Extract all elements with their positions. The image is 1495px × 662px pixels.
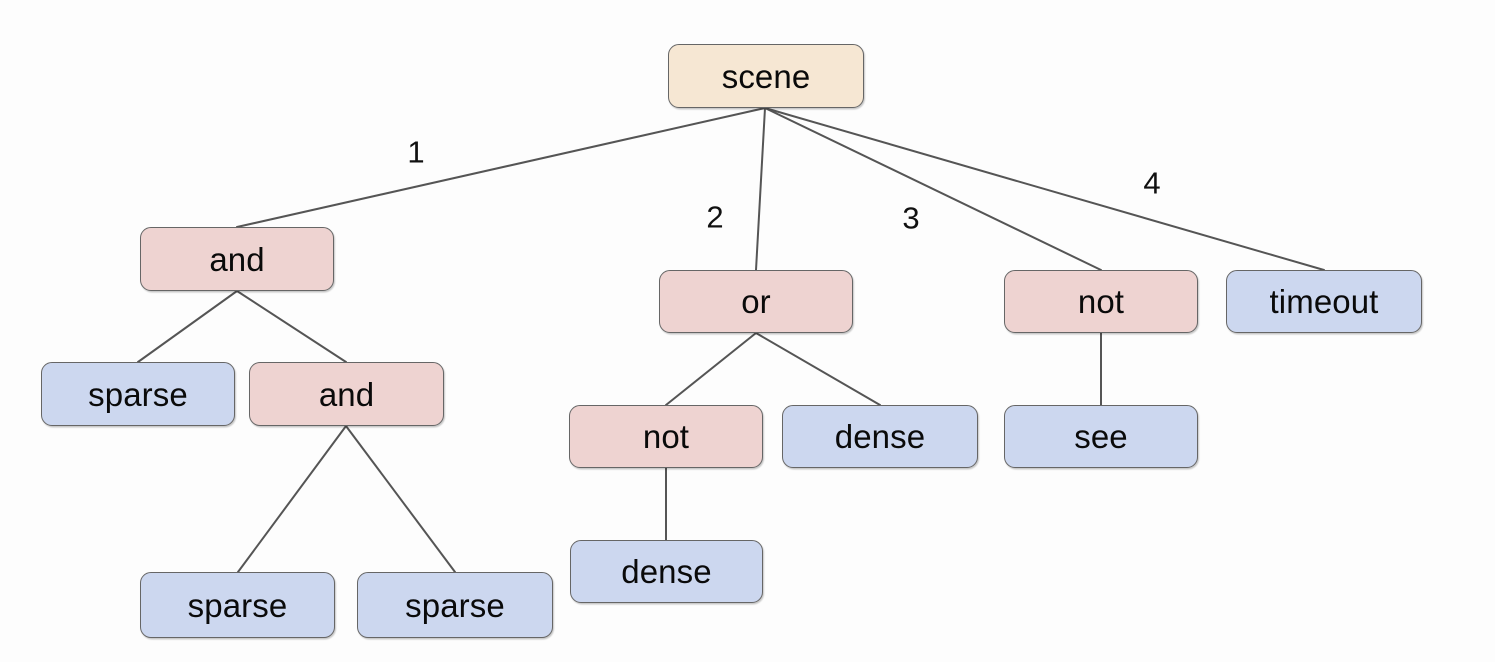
tree-node-label: and bbox=[209, 240, 265, 278]
tree-node-sparse1[interactable]: sparse bbox=[41, 362, 235, 426]
tree-edge-scene-to-and1 bbox=[236, 107, 766, 228]
tree-edge-scene-to-not_r bbox=[764, 107, 1102, 271]
tree-node-label: scene bbox=[721, 57, 811, 95]
tree-edge-or1-to-not_m bbox=[665, 332, 757, 406]
tree-node-not_m[interactable]: not bbox=[569, 405, 763, 468]
edge-label-1: 1 bbox=[407, 134, 425, 170]
tree-edge-and1-to-sparse1 bbox=[137, 290, 238, 363]
tree-node-and2[interactable]: and bbox=[249, 362, 444, 426]
tree-node-see[interactable]: see bbox=[1004, 405, 1198, 468]
edge-label-3: 3 bbox=[902, 200, 920, 236]
tree-node-or1[interactable]: or bbox=[659, 270, 853, 333]
tree-node-sparse3[interactable]: sparse bbox=[357, 572, 553, 638]
tree-node-label: dense bbox=[834, 418, 926, 455]
tree-node-label: sparse bbox=[187, 586, 288, 624]
tree-node-label: see bbox=[1074, 418, 1128, 455]
tree-edge-and2-to-sparse2 bbox=[237, 425, 347, 573]
tree-node-label: timeout bbox=[1269, 283, 1379, 320]
tree-edge-scene-to-or1 bbox=[755, 107, 766, 271]
tree-node-label: or bbox=[741, 283, 771, 320]
tree-node-label: not bbox=[642, 418, 690, 455]
tree-node-label: sparse bbox=[88, 375, 188, 413]
edge-label-4: 4 bbox=[1143, 165, 1161, 201]
tree-node-label: dense bbox=[621, 553, 712, 590]
tree-edge-scene-to-timeout bbox=[764, 107, 1325, 271]
tree-node-label: sparse bbox=[405, 586, 505, 624]
edge-label-2: 2 bbox=[706, 199, 724, 235]
tree-node-scene[interactable]: scene bbox=[668, 44, 864, 108]
tree-node-sparse2[interactable]: sparse bbox=[140, 572, 335, 638]
tree-edge-and1-to-and2 bbox=[236, 290, 347, 363]
tree-node-label: not bbox=[1077, 283, 1125, 320]
tree-node-timeout[interactable]: timeout bbox=[1226, 270, 1422, 333]
tree-node-and1[interactable]: and bbox=[140, 227, 334, 291]
tree-node-dense1[interactable]: dense bbox=[782, 405, 978, 468]
tree-edge-or1-to-dense1 bbox=[755, 332, 881, 406]
tree-node-not_r[interactable]: not bbox=[1004, 270, 1198, 333]
tree-node-dense2[interactable]: dense bbox=[570, 540, 763, 603]
tree-edge-and2-to-sparse3 bbox=[345, 425, 456, 573]
tree-node-label: and bbox=[318, 375, 375, 413]
